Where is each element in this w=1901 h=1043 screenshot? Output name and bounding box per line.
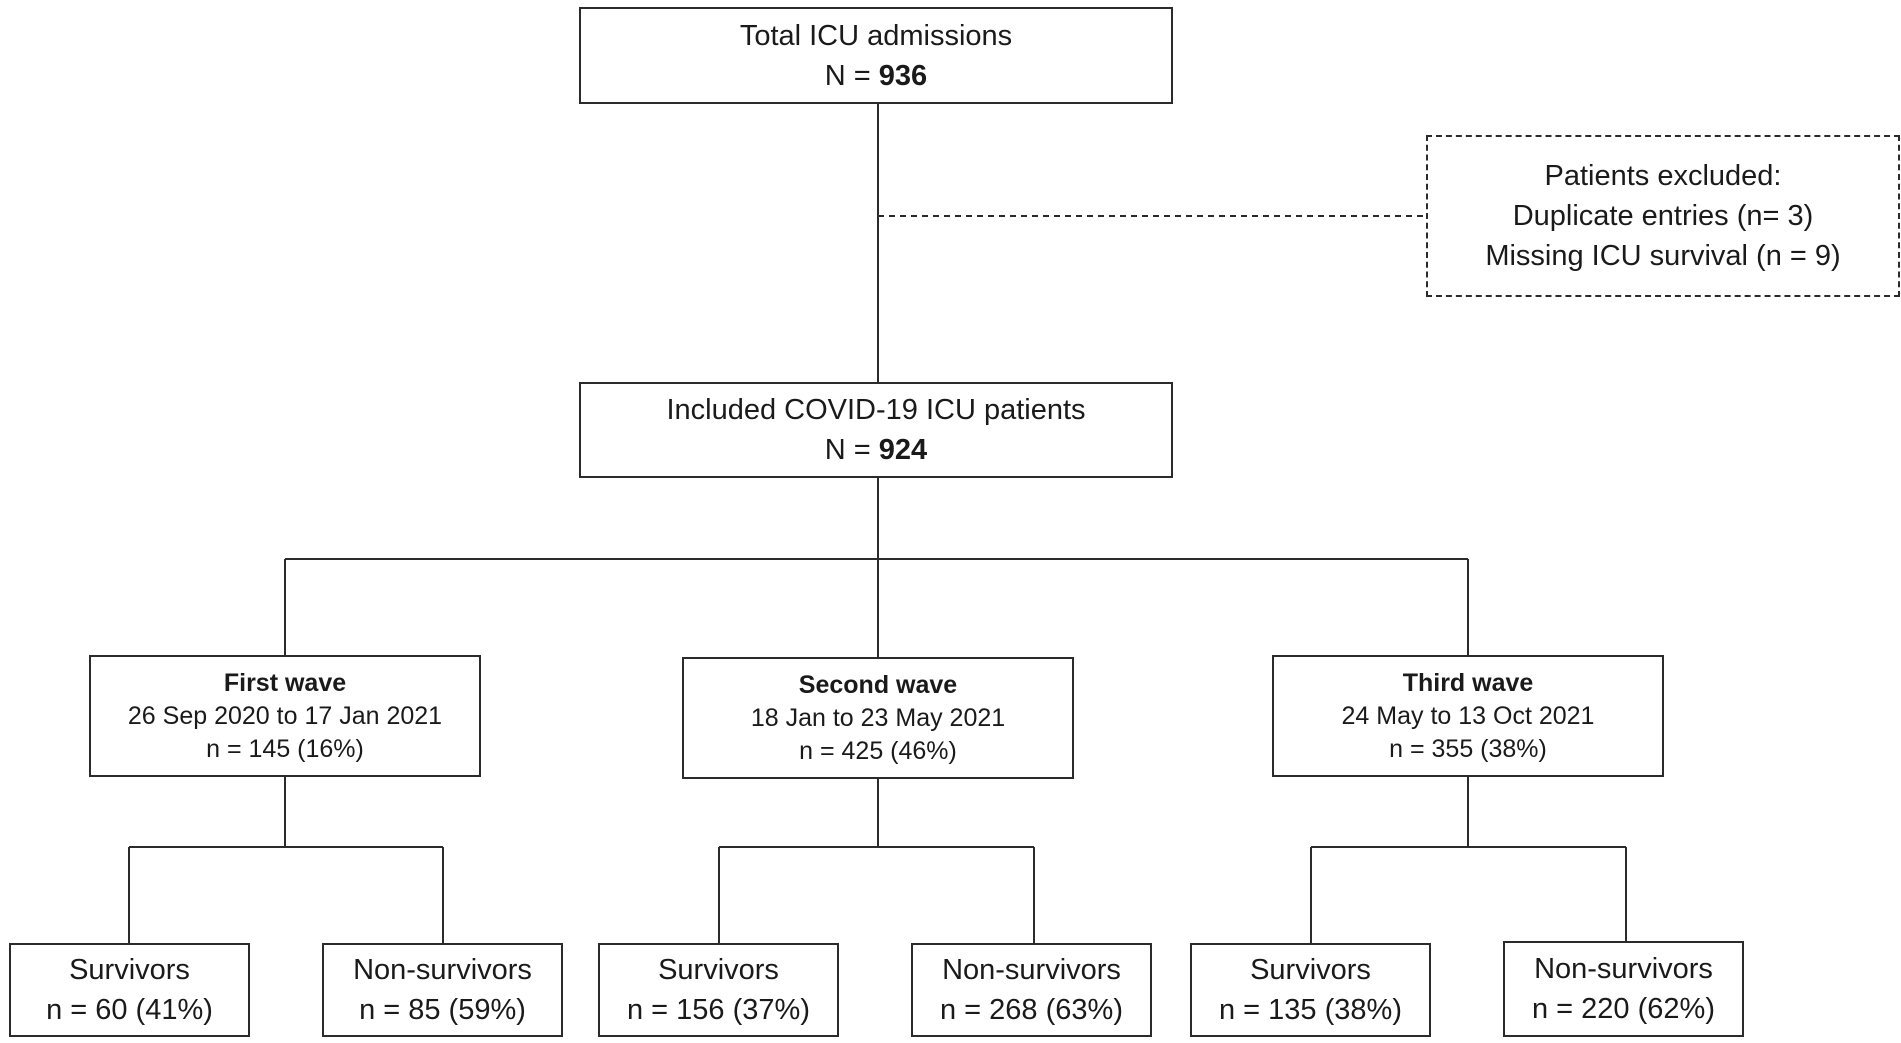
excluded-missing-survival: Missing ICU survival (n = 9) [1485,240,1841,272]
excluded-duplicates: Duplicate entries (n= 3) [1512,200,1814,232]
wave-dates: 26 Sep 2020 to 17 Jan 2021 [127,701,443,730]
wave-box-first: First wave 26 Sep 2020 to 17 Jan 2021 n … [89,655,481,777]
included-n-value: 924 [878,434,928,466]
wave-count: n = 145 (16%) [206,734,364,763]
included-patients-count: N = 924 [825,430,927,470]
outcome-label: Non-survivors [353,954,532,986]
outcome-label: Survivors [1250,954,1371,986]
wave2-survivors-box: Survivors n = 156 (37%) [598,943,839,1037]
outcome-count: n = 85 (59%) [359,994,526,1026]
total-admissions-count: N = 936 [825,56,927,96]
outcome-count: n = 156 (37%) [627,994,810,1026]
outcome-count: n = 60 (41%) [46,994,213,1026]
wave-box-second: Second wave 18 Jan to 23 May 2021 n = 42… [682,657,1074,779]
wave-count: n = 425 (46%) [799,736,957,765]
wave-title: Second wave [798,670,958,699]
total-n-prefix: N = [824,59,879,92]
wave3-nonsurvivors-box: Non-survivors n = 220 (62%) [1503,941,1744,1037]
outcome-count: n = 268 (63%) [940,994,1123,1026]
outcome-count: n = 135 (38%) [1219,994,1402,1026]
outcome-label: Survivors [69,954,190,986]
outcome-label: Non-survivors [1534,953,1713,985]
wave-title: Third wave [1402,668,1534,697]
included-n-prefix: N = [824,434,879,466]
total-admissions-box: Total ICU admissions N = 936 [579,7,1173,104]
included-patients-box: Included COVID-19 ICU patients N = 924 [579,382,1173,478]
excluded-title: Patients excluded: [1544,160,1782,192]
wave-box-third: Third wave 24 May to 13 Oct 2021 n = 355… [1272,655,1664,777]
wave-dates: 18 Jan to 23 May 2021 [750,703,1006,732]
outcome-label: Non-survivors [942,954,1121,986]
wave-dates: 24 May to 13 Oct 2021 [1341,701,1595,730]
wave2-nonsurvivors-box: Non-survivors n = 268 (63%) [911,943,1152,1037]
outcome-count: n = 220 (62%) [1532,993,1715,1025]
excluded-box: Patients excluded: Duplicate entries (n=… [1426,135,1900,297]
wave-title: First wave [223,668,347,697]
wave1-nonsurvivors-box: Non-survivors n = 85 (59%) [322,943,563,1037]
total-admissions-label: Total ICU admissions [739,19,1013,52]
total-n-value: 936 [878,59,928,92]
wave1-survivors-box: Survivors n = 60 (41%) [9,943,250,1037]
outcome-label: Survivors [658,954,779,986]
included-patients-label: Included COVID-19 ICU patients [666,394,1086,426]
wave-count: n = 355 (38%) [1389,734,1547,763]
wave3-survivors-box: Survivors n = 135 (38%) [1190,943,1431,1037]
